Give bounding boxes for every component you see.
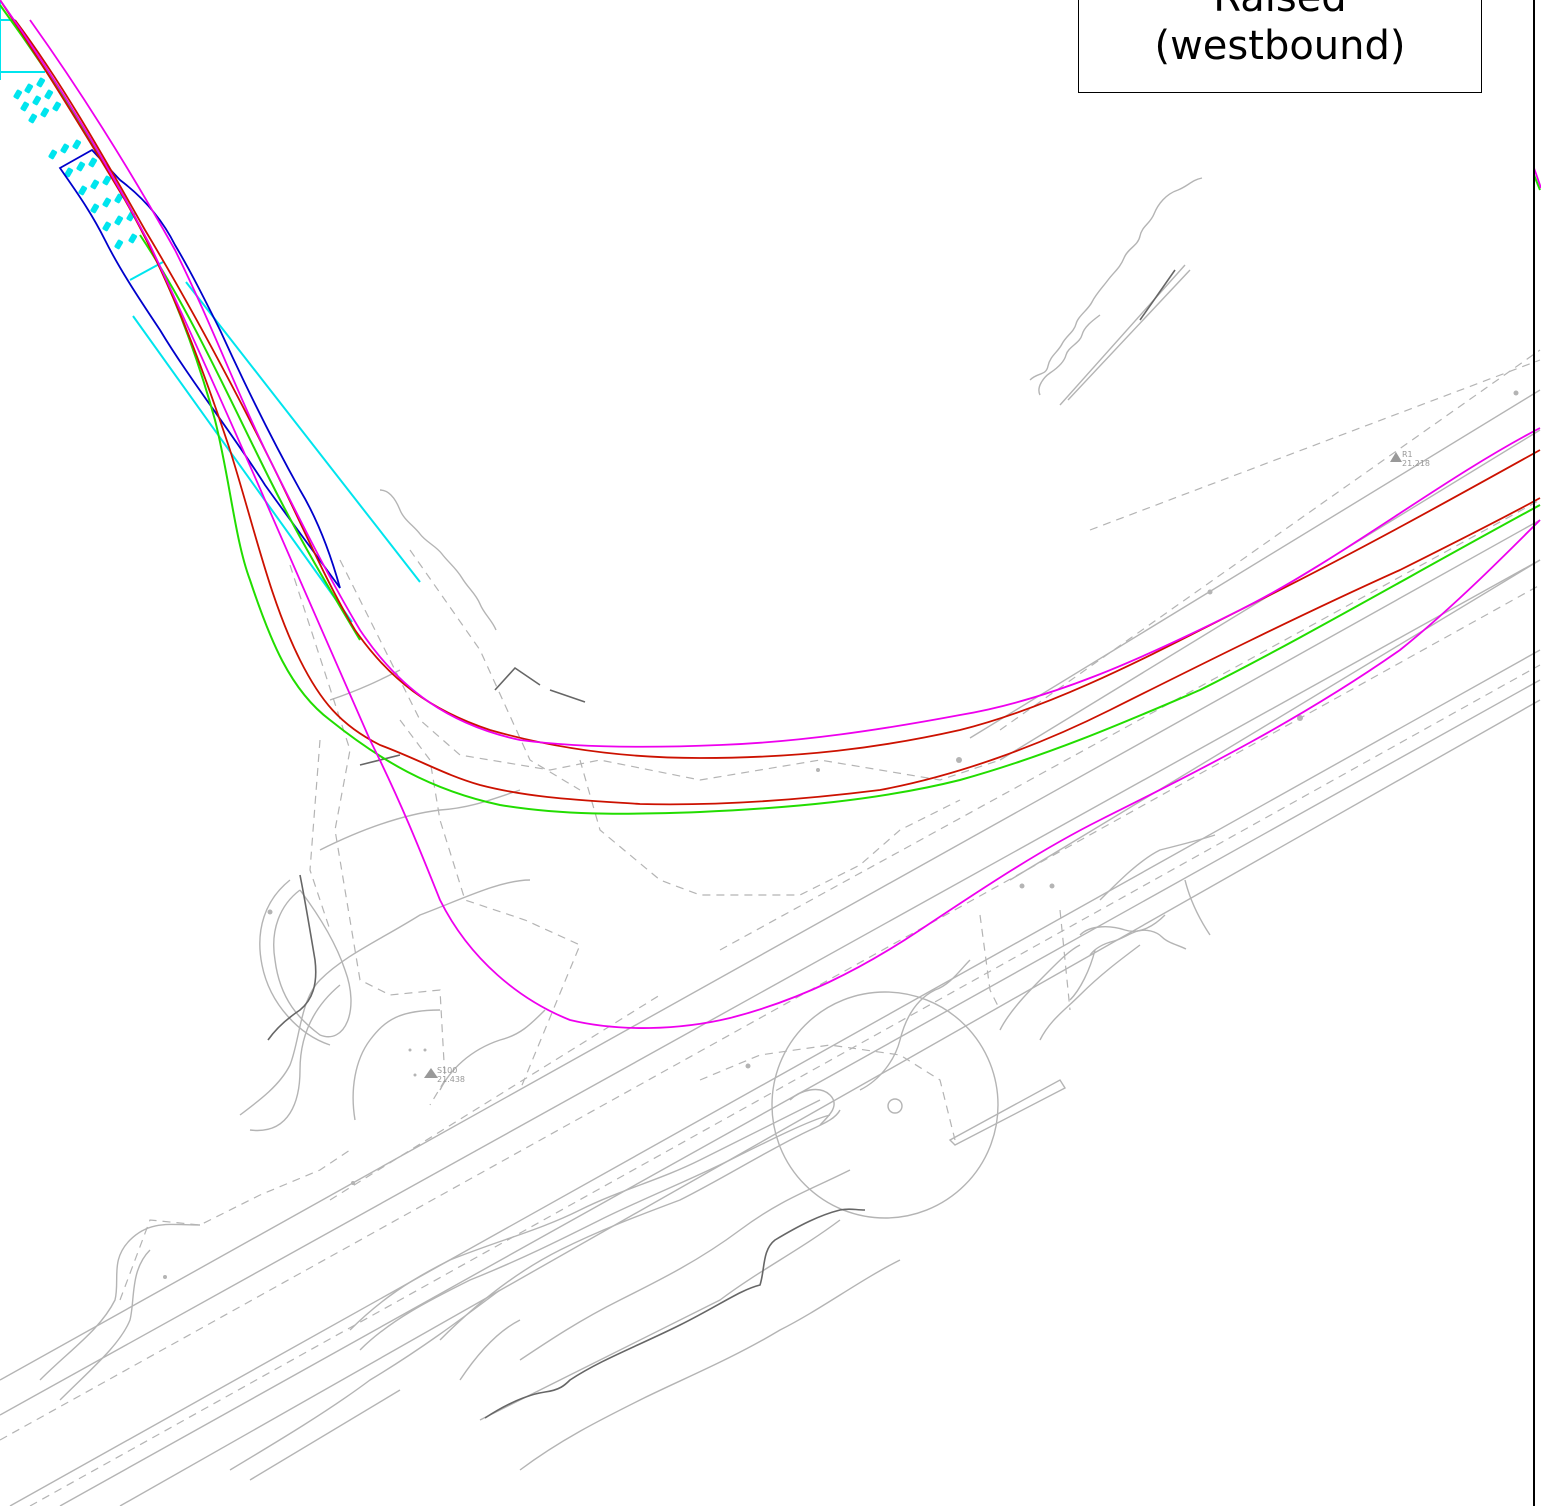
- existing-dashed-lines: [0, 349, 1541, 1506]
- survey-s100-name: S100: [437, 1066, 458, 1075]
- existing-dark-kerbs: [267, 269, 1176, 1419]
- existing-contours: [39, 669, 1216, 1481]
- survey-label-s100: S100 21.438: [437, 1066, 465, 1084]
- cyan-hatch-blocks: [13, 77, 138, 250]
- sheet-border-right: [1533, 0, 1535, 1506]
- survey-r1-name: R1: [1402, 450, 1413, 459]
- label-line-1: Raised: [1213, 0, 1346, 22]
- green-alignment: [0, 4, 1541, 815]
- survey-r1-value: 21.218: [1402, 459, 1430, 468]
- existing-small-points: [163, 390, 1519, 1279]
- survey-label-r1: R1 21.218: [1402, 450, 1430, 468]
- direction-label-box: Raised (westbound): [1078, 0, 1482, 93]
- existing-hedge-scallops: [379, 177, 1203, 956]
- magenta-alignment: [0, 0, 1541, 1029]
- blue-island-outline: [58, 148, 341, 589]
- survey-markers: [424, 452, 1402, 1078]
- label-line-2: (westbound): [1154, 23, 1406, 69]
- survey-s100-value: 21.438: [437, 1075, 465, 1084]
